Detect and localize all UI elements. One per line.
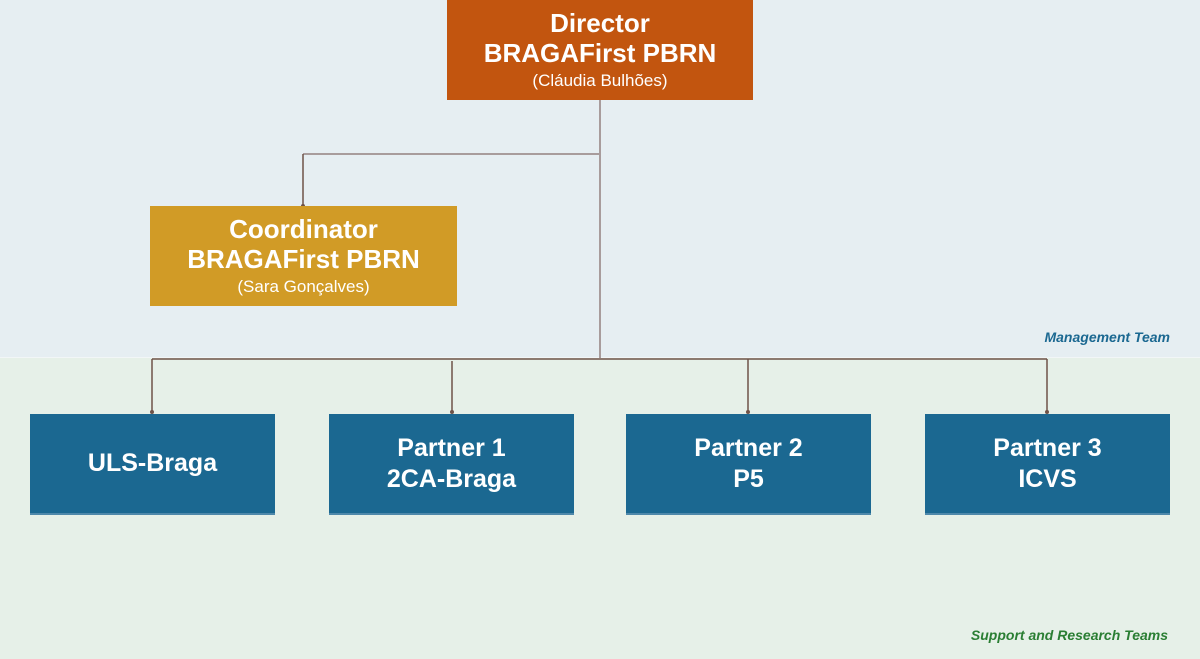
connector-team-p3-dot <box>1045 410 1049 414</box>
director-org: BRAGAFirst PBRN <box>483 38 717 68</box>
connector-team-uls-dot <box>150 410 154 414</box>
support-research-label: Support and Research Teams <box>970 627 1168 643</box>
team-line2: ICVS <box>1018 464 1077 493</box>
team-line1: Partner 2 <box>694 433 803 462</box>
connector-team-p1-dot <box>450 410 454 414</box>
team-line1: Partner 1 <box>397 433 506 462</box>
team-node-partner-2: Partner 2 P5 <box>626 414 871 515</box>
coordinator-node: Coordinator BRAGAFirst PBRN (Sara Gonçal… <box>150 206 457 306</box>
director-person: (Cláudia Bulhões) <box>532 71 668 90</box>
connector-team-p2-dot <box>746 410 750 414</box>
team-line1: Partner 3 <box>993 433 1102 462</box>
team-line1: ULS-Braga <box>87 449 218 477</box>
director-role: Director <box>550 8 650 38</box>
team-node-partner-3: Partner 3 ICVS <box>925 414 1170 515</box>
coordinator-role: Coordinator <box>229 214 378 244</box>
coordinator-person: (Sara Gonçalves) <box>237 277 370 296</box>
management-team-label: Management Team <box>1044 329 1170 345</box>
team-line2: 2CA-Braga <box>386 464 517 493</box>
team-node-partner-1: Partner 1 2CA-Braga <box>329 414 574 515</box>
director-node: Director BRAGAFirst PBRN (Cláudia Bulhõe… <box>447 0 753 100</box>
team-line2: P5 <box>733 464 764 493</box>
team-node-uls-braga: ULS-Braga <box>30 414 275 515</box>
coordinator-org: BRAGAFirst PBRN <box>187 244 420 274</box>
